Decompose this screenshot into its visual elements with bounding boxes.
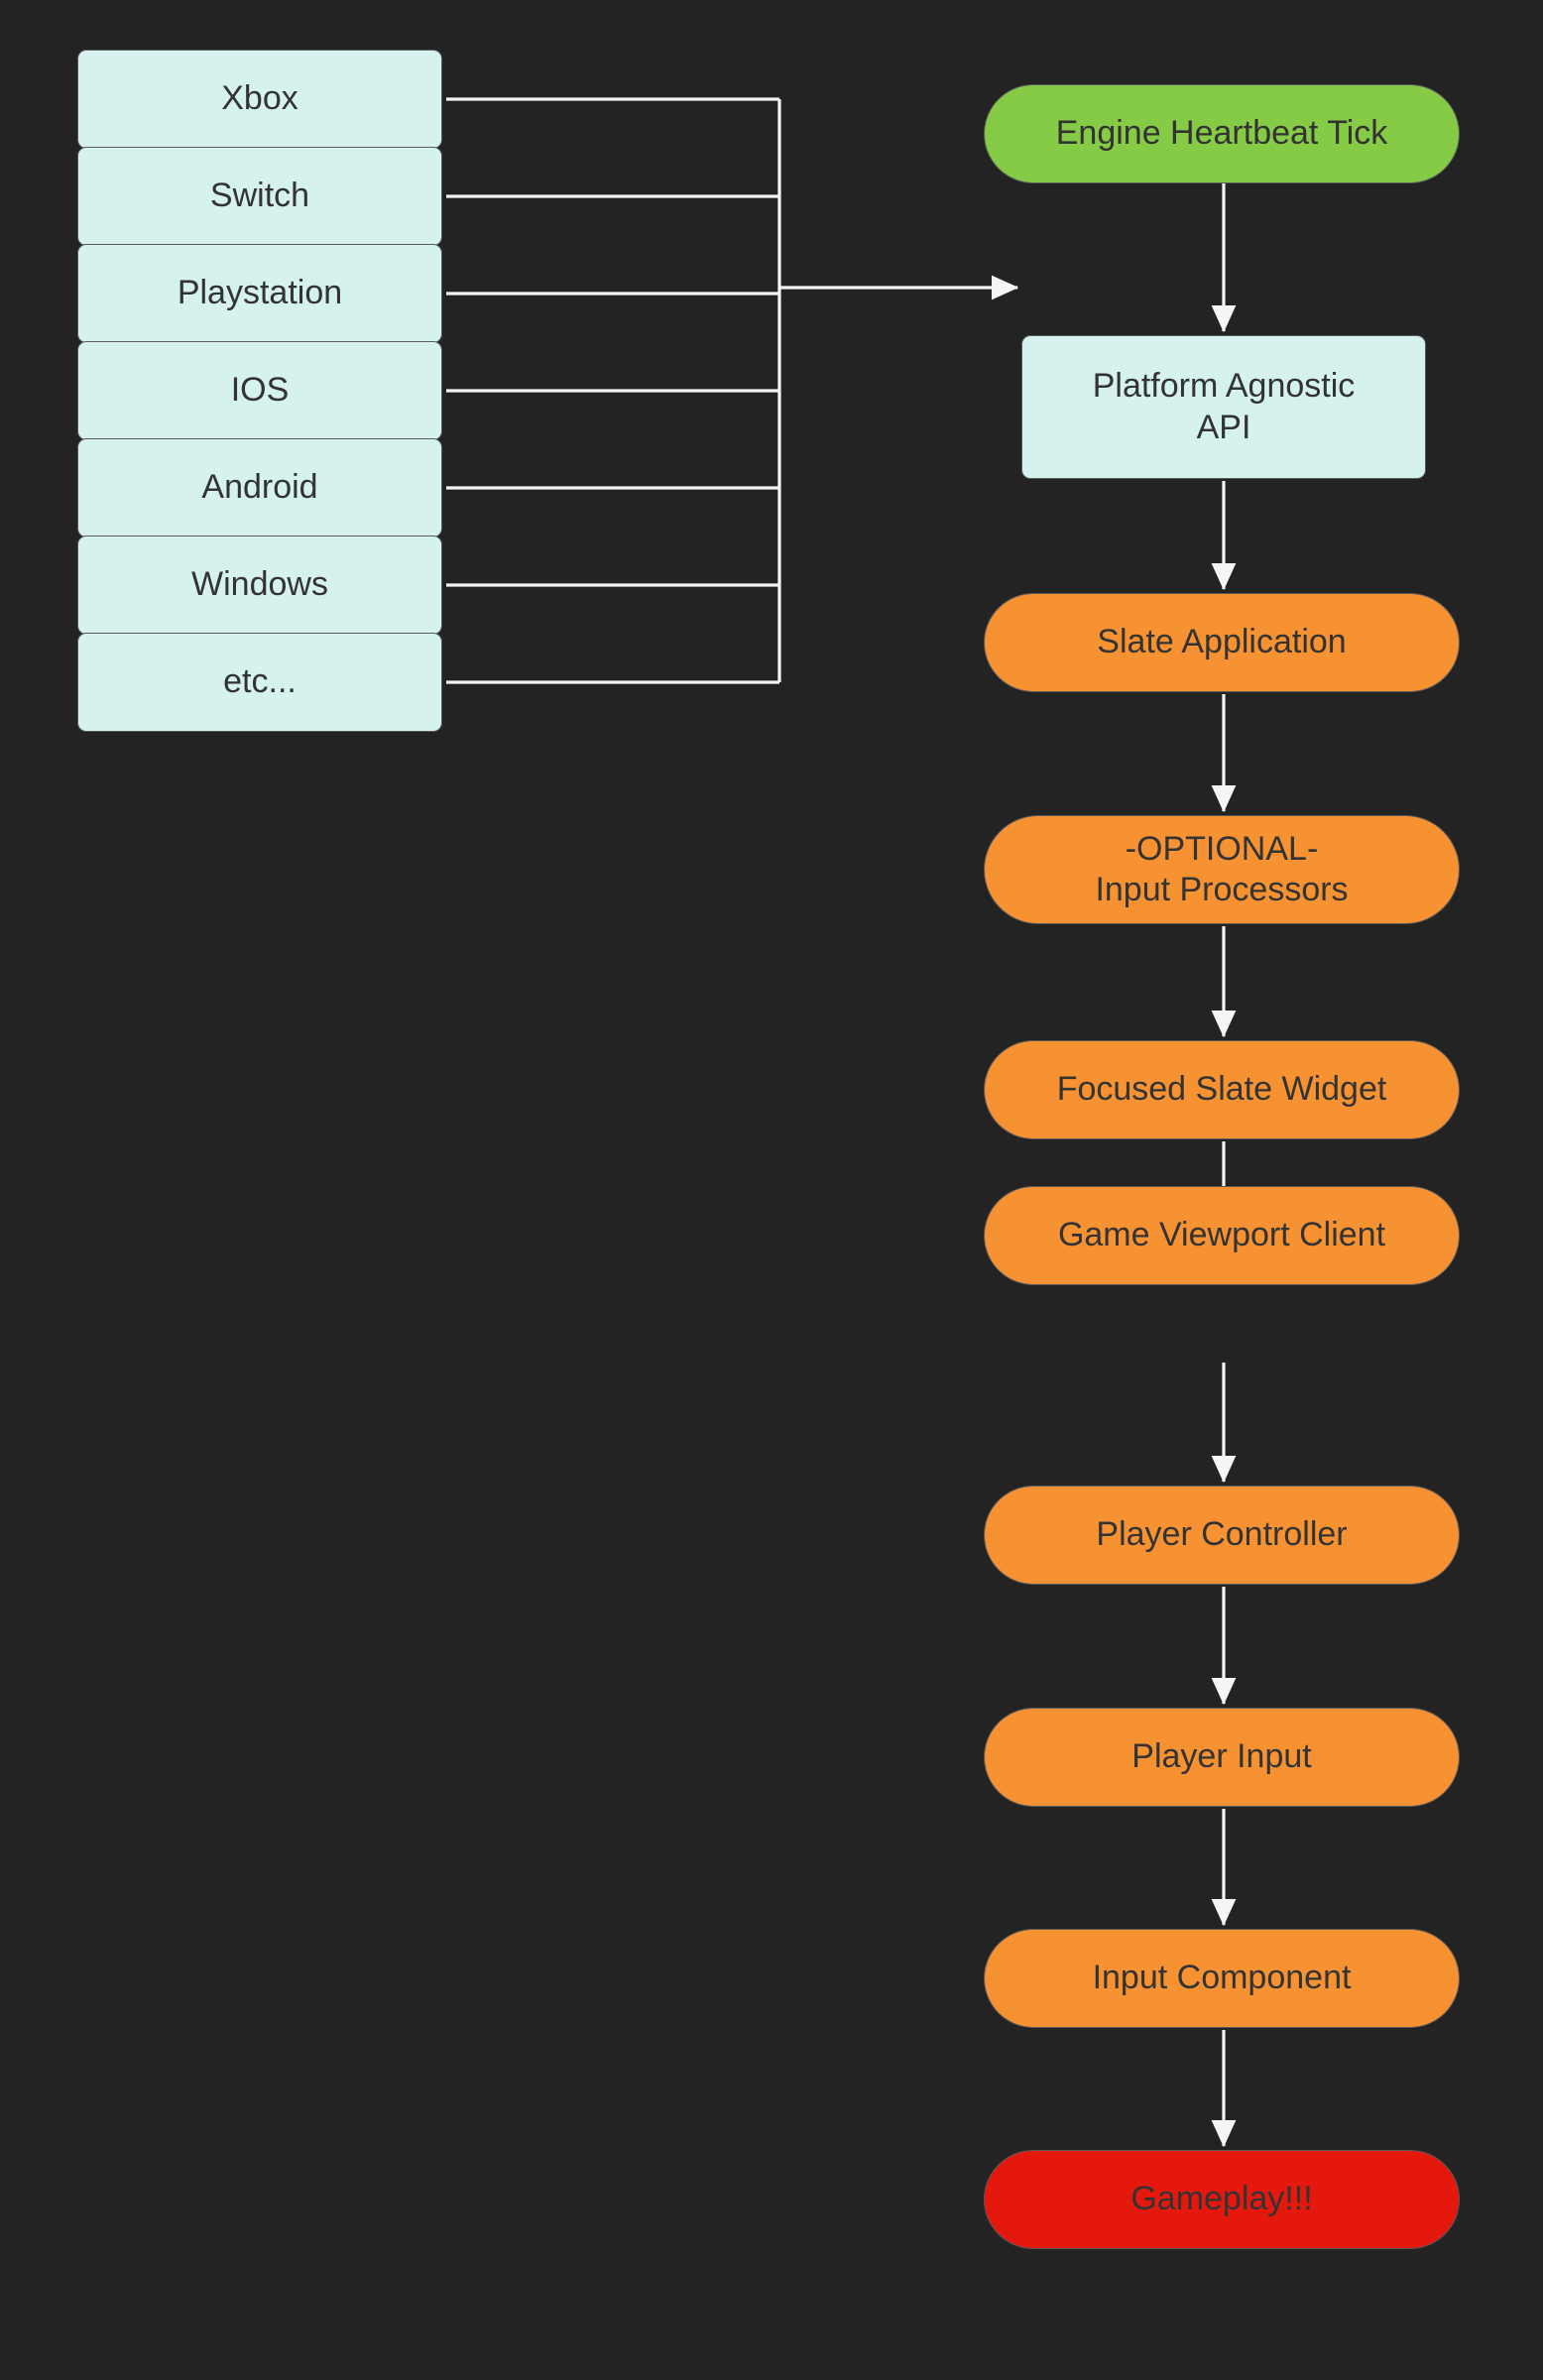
node-label-xbox: Xbox	[221, 79, 298, 118]
node-controller[interactable]: Player Controller	[984, 1486, 1460, 1585]
node-inputcomp[interactable]: Input Component	[984, 1929, 1460, 2028]
node-label-inputcomp: Input Component	[1092, 1959, 1352, 1997]
node-processors[interactable]: -OPTIONAL- Input Processors	[984, 815, 1460, 924]
node-widget[interactable]: Focused Slate Widget	[984, 1040, 1460, 1139]
node-label-gameplay: Gameplay!!!	[1130, 2180, 1313, 2218]
node-playstation[interactable]: Playstation	[77, 244, 442, 343]
node-android[interactable]: Android	[77, 438, 442, 537]
node-xbox[interactable]: Xbox	[77, 50, 442, 149]
node-ios[interactable]: IOS	[77, 341, 442, 440]
node-playerinput[interactable]: Player Input	[984, 1708, 1460, 1807]
node-api[interactable]: Platform Agnostic API	[1021, 335, 1426, 479]
node-label-windows: Windows	[191, 565, 328, 604]
node-gameplay[interactable]: Gameplay!!!	[984, 2150, 1460, 2249]
node-slate-app[interactable]: Slate Application	[984, 593, 1460, 692]
node-switch[interactable]: Switch	[77, 147, 442, 246]
node-windows[interactable]: Windows	[77, 536, 442, 635]
node-label-playstation: Playstation	[177, 274, 343, 312]
node-label-heartbeat: Engine Heartbeat Tick	[1055, 114, 1388, 153]
node-label-slate-app: Slate Application	[1097, 623, 1347, 661]
node-label-ios: IOS	[230, 371, 290, 410]
node-label-controller: Player Controller	[1096, 1515, 1348, 1554]
node-label-playerinput: Player Input	[1131, 1737, 1312, 1776]
node-viewport[interactable]: Game Viewport Client	[984, 1186, 1460, 1285]
node-heartbeat[interactable]: Engine Heartbeat Tick	[984, 84, 1460, 183]
node-label-android: Android	[201, 468, 318, 507]
node-label-widget: Focused Slate Widget	[1056, 1070, 1387, 1109]
node-etc[interactable]: etc...	[77, 633, 442, 732]
node-label-switch: Switch	[209, 177, 310, 215]
node-label-viewport: Game Viewport Client	[1057, 1216, 1386, 1254]
node-label-processors: -OPTIONAL- Input Processors	[1095, 829, 1349, 908]
node-label-etc: etc...	[223, 662, 297, 701]
node-label-api: Platform Agnostic API	[1092, 367, 1356, 446]
